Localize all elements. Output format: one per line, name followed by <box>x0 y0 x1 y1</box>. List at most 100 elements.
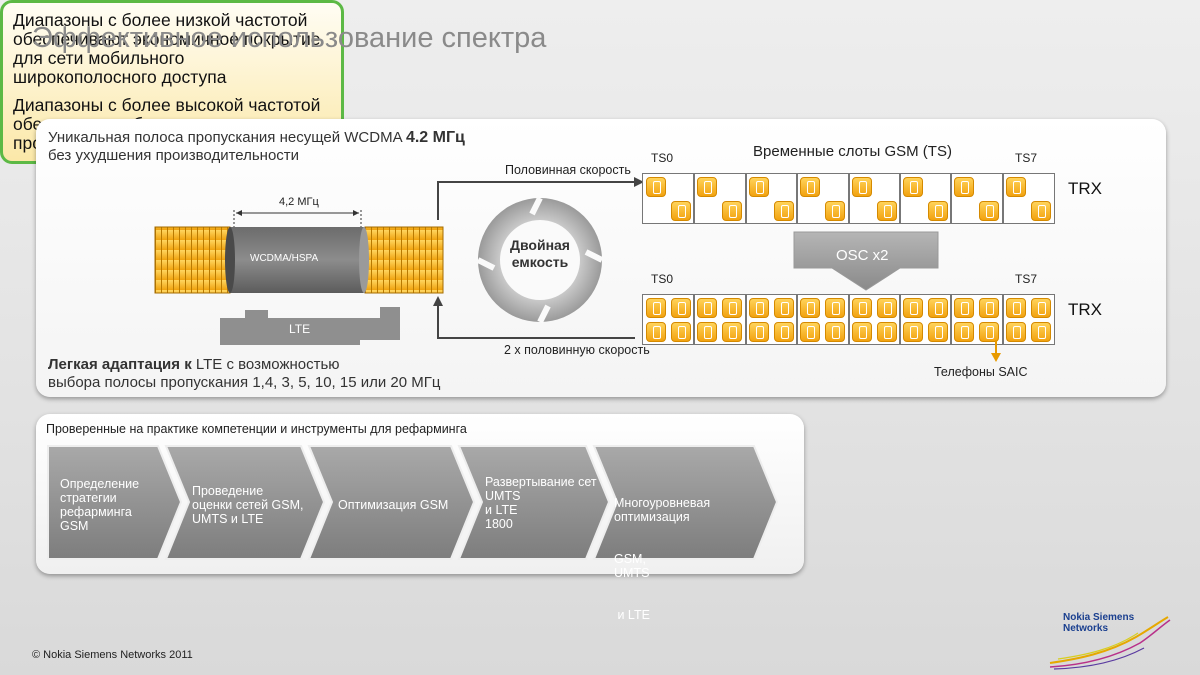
note-low-frequency: Диапазоны с более низкой частотой обеспе… <box>13 10 321 87</box>
connector-arrows <box>433 177 644 339</box>
refarming-chevrons <box>47 445 779 560</box>
phone-slot-icon <box>748 177 769 197</box>
phone-slot-icon <box>773 298 794 318</box>
phone-slot-icon <box>1030 201 1051 221</box>
phone-slot-icon <box>748 298 769 318</box>
timeslot-divider <box>898 295 901 344</box>
phone-slot-icon <box>927 201 948 221</box>
phone-slot-icon <box>671 298 691 318</box>
band-width-label: 4,2 МГц <box>279 196 319 208</box>
phone-slot-icon <box>902 298 923 318</box>
phone-slot-icon <box>979 298 1000 318</box>
phone-slot-icon <box>1005 322 1026 342</box>
cycle-ring <box>476 196 604 324</box>
wcdma-label: WCDMA/HSPA <box>250 253 319 264</box>
timeslot-divider <box>847 295 850 344</box>
timeslot-divider <box>1001 295 1004 344</box>
phone-slot-icon <box>825 298 846 318</box>
timeslot-divider <box>744 174 747 223</box>
chevron-step-1 <box>47 445 183 560</box>
phone-slot-icon <box>646 298 666 318</box>
phone-slot-icon <box>954 177 975 197</box>
chevron-step-4 <box>457 445 611 560</box>
phone-slot-icon <box>851 322 872 342</box>
phone-slot-icon <box>671 322 691 342</box>
phone-slot-icon <box>773 201 794 221</box>
phone-slot-icon <box>902 177 923 197</box>
phone-slot-icon <box>1030 298 1051 318</box>
gsm-band-right <box>364 226 444 294</box>
spectrum-diagram <box>154 210 444 345</box>
chevron-step-5 <box>592 445 779 560</box>
phone-slot-icon <box>800 322 821 342</box>
timeslot-divider <box>898 174 901 223</box>
top-heading-line1: Уникальная полоса пропускания несущей WC… <box>48 129 465 146</box>
half-rate-label: Половинная скорость <box>505 163 631 177</box>
ts7-label-1: TS7 <box>1015 151 1038 165</box>
double-half-rate-label: 2 x половинную скорость <box>504 343 650 357</box>
phone-slot-icon <box>979 322 1000 342</box>
gsm-slots-title: Временные слоты GSM (TS) <box>753 143 952 160</box>
osc-label: OSC x2 <box>836 247 889 264</box>
trx-label-2: TRX <box>1068 300 1102 319</box>
timeslot-divider <box>950 295 953 344</box>
timeslot-divider <box>693 174 696 223</box>
ts7-label-2: TS7 <box>1015 272 1038 286</box>
phone-slot-icon <box>902 322 923 342</box>
timeslot-divider <box>693 295 696 344</box>
refarming-heading: Проверенные на практике компетенции и ин… <box>46 422 467 436</box>
phone-slot-icon <box>748 322 769 342</box>
phone-slot-icon <box>927 298 948 318</box>
timeslot-divider <box>796 295 799 344</box>
phone-slot-icon <box>646 322 666 342</box>
timeslot-divider <box>847 174 850 223</box>
wcdma-band <box>230 227 365 293</box>
timeslot-divider <box>796 174 799 223</box>
phone-slot-icon <box>800 177 821 197</box>
phone-slot-icon <box>979 201 1000 221</box>
lte-adaptation-line1: Легкая адаптация к LTE с возможностью <box>48 356 340 373</box>
lte-adaptation-line2: выбора полосы пропускания 1,4, 3, 5, 10,… <box>48 374 441 391</box>
slide-title: Эффективное использование спектра <box>32 22 547 54</box>
phone-slot-icon <box>646 177 666 197</box>
lte-label: LTE <box>289 322 311 336</box>
lte-block <box>220 307 400 345</box>
phone-slot-icon <box>851 298 872 318</box>
phone-slot-icon <box>697 177 718 197</box>
osc-arrow <box>793 231 939 291</box>
phone-slot-icon <box>1005 298 1026 318</box>
ts0-label-1: TS0 <box>651 151 674 165</box>
trx-label-1: TRX <box>1068 179 1102 198</box>
timeslot-divider <box>1001 174 1004 223</box>
saic-pointer <box>991 340 1001 362</box>
phone-slot-icon <box>954 298 975 318</box>
timeslot-divider <box>950 174 953 223</box>
ts0-label-2: TS0 <box>651 272 674 286</box>
phone-slot-icon <box>722 298 743 318</box>
phone-slot-icon <box>825 322 846 342</box>
phone-slot-icon <box>927 322 948 342</box>
chevron-step-3 <box>307 445 476 560</box>
phone-slot-icon <box>1005 177 1026 197</box>
copyright: © Nokia Siemens Networks 2011 <box>32 649 193 661</box>
logo-swoosh-icon <box>1049 616 1171 670</box>
phone-slot-icon <box>773 322 794 342</box>
trx-double-slots <box>642 294 1055 345</box>
phone-slot-icon <box>722 322 743 342</box>
chevron-step-2 <box>164 445 326 560</box>
phone-slot-icon <box>851 177 872 197</box>
phone-slot-icon <box>954 322 975 342</box>
gsm-band-left <box>154 226 231 294</box>
phone-slot-icon <box>800 298 821 318</box>
saic-label: Телефоны SAIC <box>934 365 1028 379</box>
phone-slot-icon <box>722 201 743 221</box>
trx-half-rate-slots <box>642 173 1055 224</box>
top-heading-line2: без ухудшения производительности <box>48 147 300 164</box>
step-3-label: Оптимизация GSM <box>338 498 449 512</box>
phone-slot-icon <box>876 298 897 318</box>
